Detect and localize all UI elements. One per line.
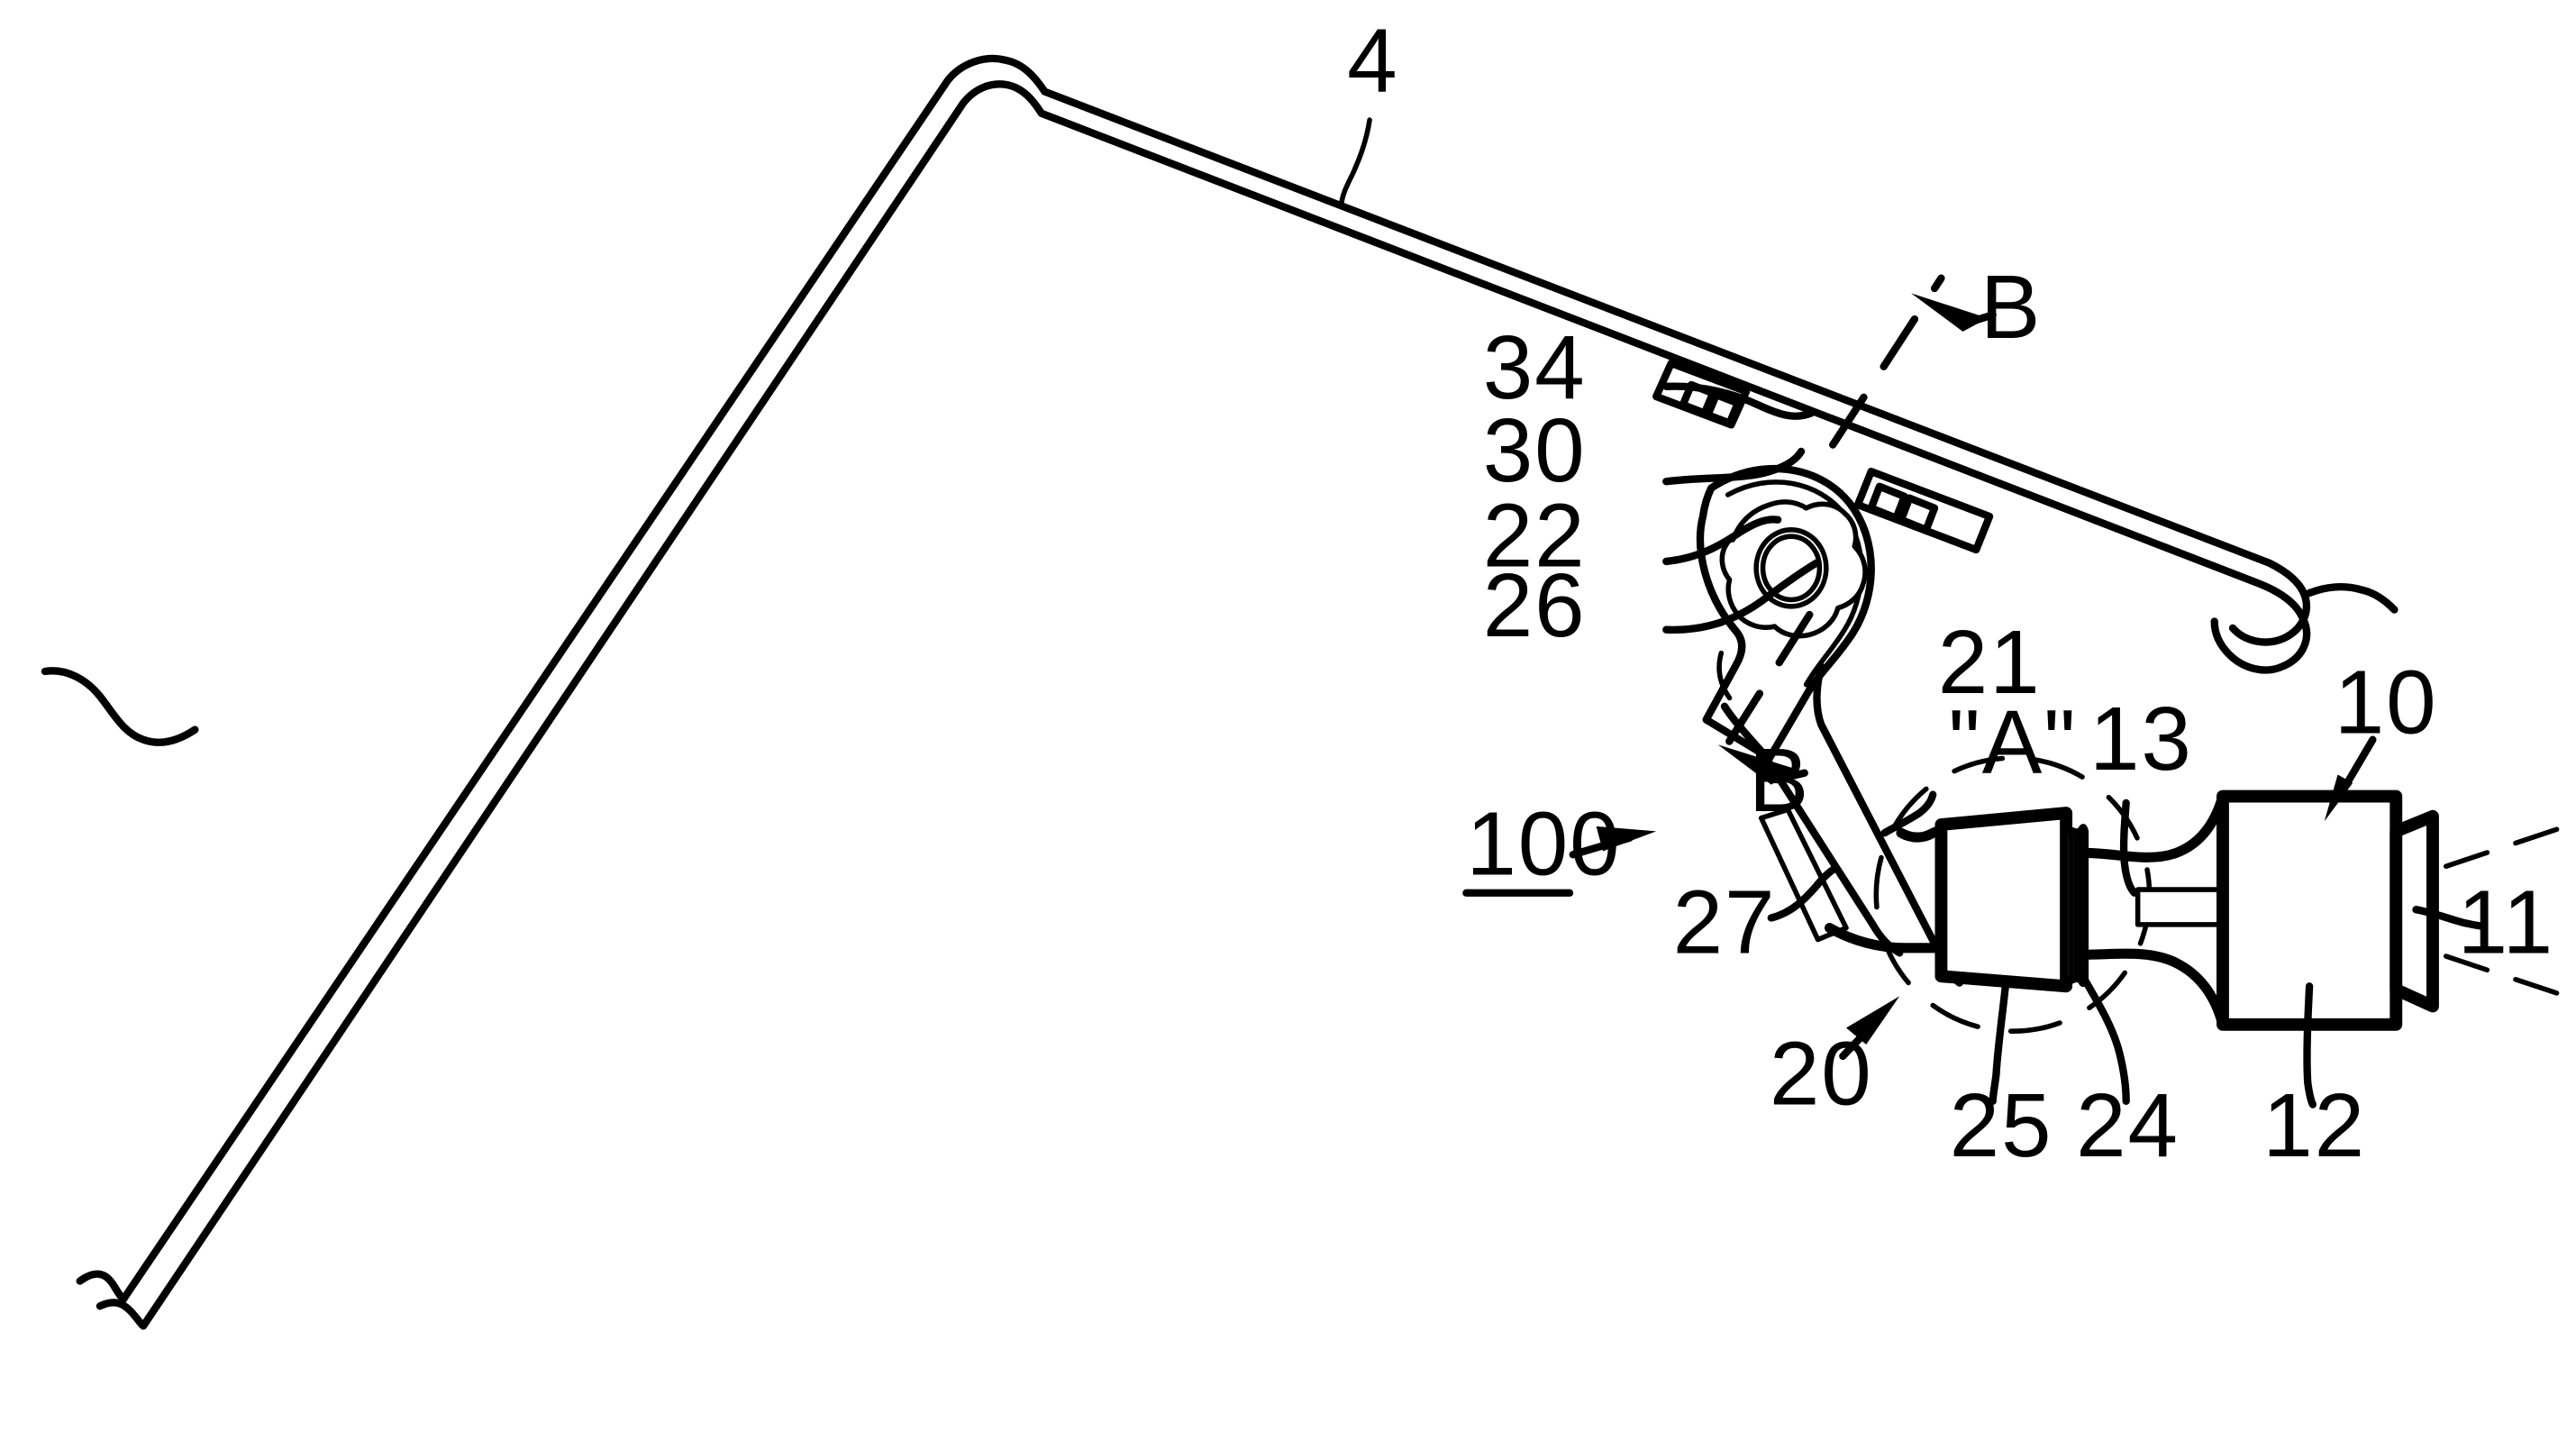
label-34: 34: [1483, 318, 1587, 418]
section-line-B-lower: [1710, 610, 1814, 769]
leader-24: [2079, 972, 2130, 1105]
label-21: 21: [1938, 613, 2042, 713]
section-line-B-upper: [1829, 274, 1945, 449]
leader-30: [1662, 447, 1806, 486]
hex-nut-bore-inner: [1760, 534, 1823, 603]
label-26: 26: [1483, 556, 1587, 656]
shaft-stub-13: [2135, 887, 2226, 927]
bellows-top-wave: [2063, 824, 2089, 835]
label-25: 25: [1950, 1076, 2053, 1176]
section-arrow-B-upper-tail: [1962, 311, 1997, 327]
pump-body-25: [1934, 807, 2073, 993]
arrow-20-head: [1846, 996, 1900, 1045]
blade-clip-group: [1652, 359, 1994, 554]
label-20: 20: [1770, 1025, 1873, 1125]
blade-inner-edge: [96, 80, 2311, 1330]
spray-line-lower: [2443, 954, 2576, 1002]
pivot-head-group: [1662, 447, 1875, 762]
label-B-upper: B: [1980, 258, 2042, 358]
pivot-boss-inner-lower: [1716, 650, 1733, 701]
label-12: 12: [2262, 1076, 2366, 1176]
hose-upper-to-pump: [1896, 824, 1946, 843]
blade-clip-upper: [1652, 359, 1751, 429]
leader-25: [1989, 975, 2010, 1105]
label-A: "A": [1948, 693, 2077, 793]
leader-22: [1662, 516, 1782, 566]
spray-line-upper: [2443, 820, 2576, 869]
arrow-10-head: [2324, 774, 2353, 822]
arrow-100-head: [1596, 826, 1657, 852]
clip-tab-upper-b: [1704, 390, 1742, 427]
section-arrow-B-lower-tail: [1772, 769, 1808, 784]
label-24: 24: [2076, 1076, 2180, 1176]
label-13: 13: [2089, 689, 2193, 789]
shaft-flare-lower: [2080, 948, 2228, 1030]
hose-lower-to-pump: [1824, 923, 1946, 954]
leader-11: [2412, 906, 2489, 930]
label-30: 30: [1483, 401, 1587, 501]
blade-clip-lower: [1853, 467, 1994, 554]
wiper-blade-group: [41, 54, 2399, 1330]
blade-break-right: [2305, 582, 2399, 614]
clip-tab-lower-a: [1867, 482, 1908, 523]
leader-26: [1662, 559, 1820, 634]
label-27: 27: [1673, 872, 1777, 972]
label-B-lower: B: [1749, 731, 1810, 831]
leader-12: [2303, 982, 2317, 1109]
stippled-pad-group: [1758, 807, 1849, 943]
section-arrow-B-lower: [1717, 744, 1798, 785]
clip-tab-lower-b: [1897, 494, 1939, 534]
shaft-flare-upper: [2080, 791, 2228, 862]
leader-27: [1767, 863, 1841, 922]
motor-housing-group: [2216, 789, 2403, 1109]
leader-4: [1338, 117, 1372, 209]
section-markers-group: [1710, 274, 1997, 785]
reference-numeral-labels: 34 30 22 26 4 B B 21 "A" 13 10 11 100 27…: [1347, 12, 2554, 1176]
blade-outer-edge: [76, 54, 2310, 1303]
blade-break-left: [41, 667, 199, 746]
label-10: 10: [2335, 652, 2438, 753]
label-100: 100: [1466, 794, 1621, 894]
callout-arrows-group: [1462, 735, 2377, 1061]
nozzle-group: [2389, 809, 2576, 1013]
leader-34: [1662, 382, 1816, 420]
label-22: 22: [1483, 486, 1587, 586]
leader-13: [2119, 799, 2139, 897]
label-11: 11: [2458, 872, 2554, 972]
pump-assembly-group: [1824, 807, 2130, 1105]
label-4: 4: [1347, 12, 1398, 112]
